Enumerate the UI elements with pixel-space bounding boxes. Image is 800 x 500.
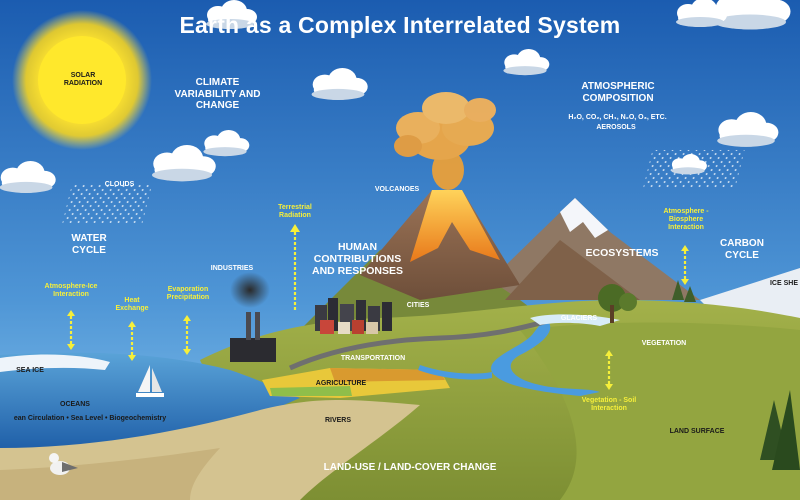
ecosystems-label: ECOSYSTEMS bbox=[585, 247, 659, 259]
atmosphere-ice-label: Atmosphere-Ice Interaction bbox=[44, 283, 98, 299]
oceans-label: OCEANS bbox=[60, 401, 90, 408]
terrestrial-radiation-label: Terrestrial Radiation bbox=[278, 204, 312, 220]
rivers-label: RIVERS bbox=[324, 417, 352, 424]
river bbox=[491, 318, 600, 396]
clouds-label: CLOUDS bbox=[104, 181, 135, 188]
glaciers-label: GLACIERS bbox=[560, 315, 598, 322]
agriculture-label: AGRICULTURE bbox=[315, 380, 367, 387]
sea-ice bbox=[0, 354, 110, 372]
vegetation-label: VEGETATION bbox=[641, 340, 687, 347]
sea-ice-label: SEA ICE bbox=[16, 367, 44, 374]
page-title: Earth as a Complex Interrelated System bbox=[179, 12, 621, 38]
land-use-label: LAND-USE / LAND-COVER CHANGE bbox=[323, 462, 497, 473]
volcano-plume bbox=[394, 92, 496, 190]
ocean-processes-label: ean Circulation • Sea Level • Biogeochem… bbox=[13, 415, 167, 422]
climate-label: CLIMATE VARIABILITY AND CHANGE bbox=[174, 77, 261, 111]
heat-exchange-label: Heat Exchange bbox=[115, 297, 149, 313]
volcanoes-label: VOLCANOES bbox=[374, 186, 420, 193]
terrestrial-arrow-head bbox=[290, 224, 300, 232]
ice-sheets-label: ICE SHE bbox=[769, 280, 798, 287]
volcano bbox=[360, 190, 520, 300]
industries-label: INDUSTRIES bbox=[210, 265, 254, 272]
cities-label: CITIES bbox=[406, 302, 430, 309]
seagull bbox=[49, 453, 78, 475]
water-cycle-label: WATER CYCLE bbox=[71, 233, 107, 256]
solar-radiation-label: SOLAR RADIATION bbox=[63, 72, 103, 88]
glacier bbox=[530, 314, 620, 326]
atmosphere-biosphere-label: Atmosphere - Biosphere Interaction bbox=[663, 208, 709, 232]
human-contributions-label: HUMAN CONTRIBUTIONS AND RESPONSES bbox=[311, 241, 404, 278]
carbon-cycle-label: CARBON CYCLE bbox=[720, 238, 764, 261]
snow-mountain bbox=[470, 198, 700, 300]
land-surface-label: LAND SURFACE bbox=[669, 428, 725, 435]
aerosols-label: AEROSOLS bbox=[596, 124, 636, 131]
atmospheric-composition-label: ATMOSPHERIC COMPOSITION bbox=[581, 81, 655, 104]
evaporation-precipitation-label: Evaporation Precipitation bbox=[166, 286, 210, 302]
city-buildings bbox=[315, 298, 392, 334]
factory bbox=[230, 272, 276, 362]
sailboat bbox=[136, 365, 164, 397]
road bbox=[288, 315, 561, 371]
trees bbox=[598, 280, 800, 470]
transportation-label: TRANSPORTATION bbox=[340, 355, 406, 362]
vegetation-soil-label: Vegetation - Soil Interaction bbox=[581, 397, 637, 413]
gases-label: H₂O, CO₂, CH₄, N₂O, O₃, ETC. bbox=[568, 114, 667, 121]
